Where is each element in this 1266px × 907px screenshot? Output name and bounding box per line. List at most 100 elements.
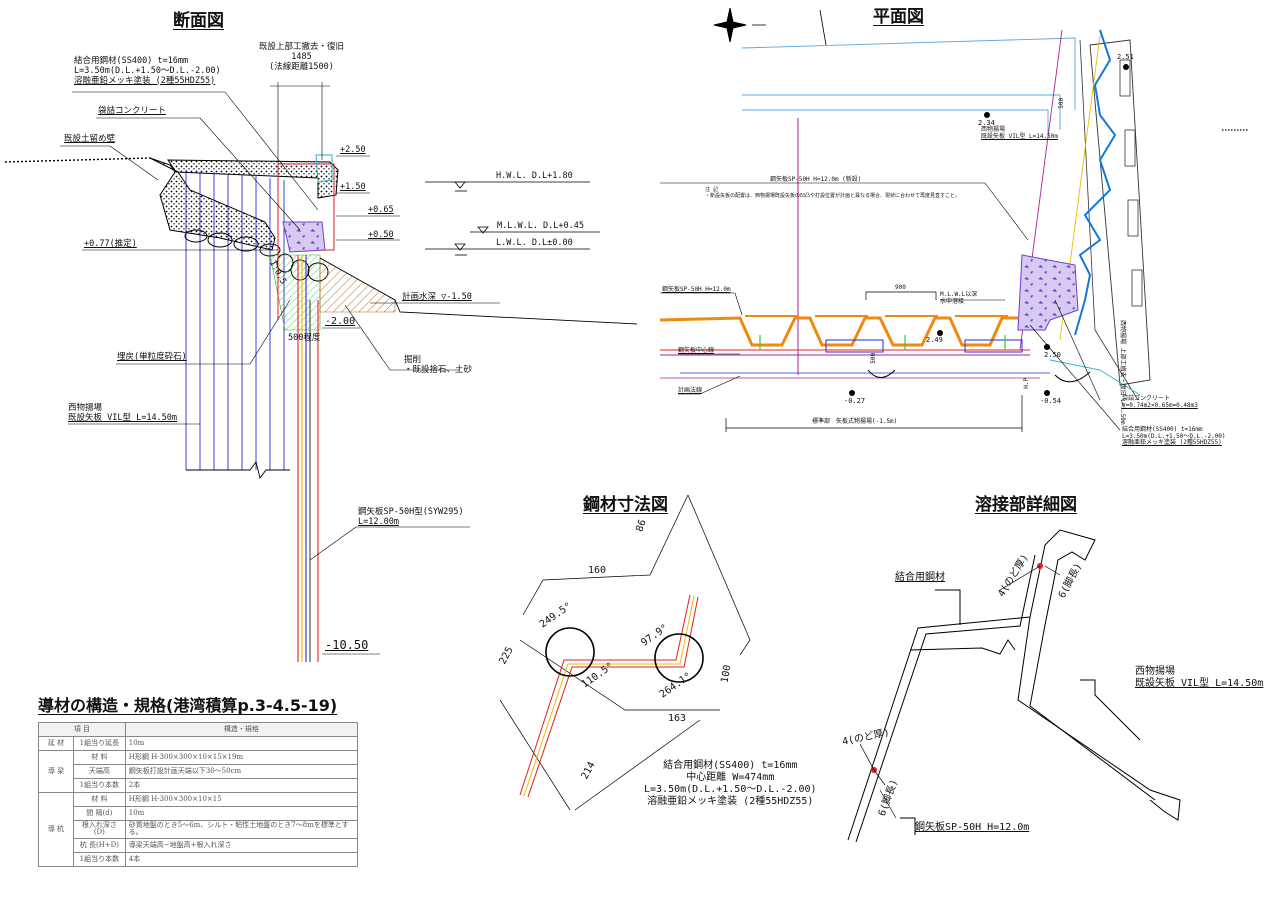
dim-160: 160: [588, 565, 607, 576]
level-plus-250: +2.50: [340, 145, 366, 155]
table-cell: 1組当り本数: [73, 851, 126, 867]
plan-note-text: ・新設矢板の配置は、西物揚場既設矢板の凹凸や打設位置が計画と異なる場合、現状に合…: [705, 192, 961, 199]
weld-sheet-label: 鋼矢板SP-50H H=12.0m: [915, 822, 1030, 833]
spot-2-49: 2.49: [926, 336, 943, 344]
retaining-wall-label: 既設土留め壁: [64, 134, 116, 144]
table-row: 1組当り本数 2本: [39, 778, 359, 793]
spot-minus-0-54: -0.54: [1040, 397, 1062, 405]
new-sheet-line-1: 鋼矢板SP-50H型(SYW295): [358, 507, 464, 517]
table-cell: 4本: [124, 851, 359, 867]
table-cell: 1組当り本数: [73, 778, 126, 793]
existing-sheet-line-1: 西物揚場: [68, 403, 103, 413]
plan-west-line-2: 既設矢板 VIL型 L=14.50m: [981, 132, 1058, 140]
level-plus-150: +1.50: [340, 182, 366, 192]
plan-bag-note: 袋詰コンクリート V=0.74m2×0.65m=0.48m3: [1122, 395, 1198, 409]
weld-title: 溶接部詳細図: [975, 495, 1077, 515]
excavation-line-2: ・既設捨石、土砂: [404, 364, 473, 375]
steel-title: 鋼材寸法図: [583, 495, 668, 515]
table-cell: 材 料: [73, 750, 126, 765]
table-cell: H形鋼 H-300×300×10×15×19m: [124, 750, 359, 765]
plan-west-line-1: 西物揚場: [981, 126, 1006, 133]
top-removal-line-2: 1485: [291, 51, 312, 62]
table-cell: 間 隔(d): [73, 806, 126, 821]
plan-sheet-left-label: 鋼矢板SP-50H H=12.0m: [662, 286, 731, 293]
table-row: 杭 長(H+D) 導梁天端高−地盤高+根入れ深さ: [39, 837, 359, 853]
connector-line-1: 結合用鋼材(SS400) t=16mm: [74, 56, 189, 66]
plan-sheet-center-label: 鋼矢板中心線: [678, 347, 715, 354]
table-row: 根入れ深さ(D) 砂質地盤のとき5〜6m、シルト・粘性土地盤のとき7〜8mを標準…: [39, 820, 359, 839]
plan-connector-line-2: L=3.50m(D.L.+1.50〜D.L.-2.00): [1122, 432, 1226, 440]
plan-dim-900: 900: [895, 284, 906, 291]
table-row: 間 隔(d) 10m: [39, 806, 359, 821]
new-sheet-note: 鋼矢板SP-50H型(SYW295) L=12.00m: [358, 507, 464, 528]
plan-dim-500-bottom: 500: [870, 352, 878, 364]
existing-sheet-line-2: 既設矢板 VIL型 L=14.50m: [68, 412, 178, 423]
plan-new-sheet-label: 鋼矢板SP-50H H=12.0m (新設): [770, 176, 862, 183]
table-row: 導 杭 材 料 H形鋼 H-300×300×10×15: [38, 792, 359, 867]
plan-hp-label: H.P: [1023, 377, 1031, 389]
steel-spec-line-1: 結合用鋼材(SS400) t=16mm: [663, 760, 798, 771]
table-row: 延 材 1組当り延長 10m: [38, 736, 359, 751]
level-minus-1050: -10.50: [325, 638, 369, 652]
table-cell: 1組当り延長: [73, 736, 126, 751]
plan-note-heading: 注 記: [705, 187, 719, 193]
spot-2-34: 2.34: [978, 119, 995, 127]
guide-spec-table: 項 目 構造・規格 延 材 1組当り延長 10m 導 梁 材 料 H形鋼 H-3…: [38, 722, 359, 867]
approx-500-label: 500程度: [288, 333, 321, 343]
plan-west-note: 西物揚場 既設矢板 VIL型 L=14.50m: [981, 126, 1058, 140]
table-cell: 材 料: [73, 792, 126, 807]
table-cell: 砂質地盤のとき5〜6m、シルト・粘性土地盤のとき7〜8mを標準とする。: [124, 820, 359, 839]
mlwl-weld-line-2: 水中溶接: [940, 297, 965, 305]
table-cell: 10m: [124, 736, 359, 751]
top-removal-note: 既設上部工撤去・復旧 1485 (法線距離1500): [259, 42, 345, 72]
steel-spec-line-3: L=3.50m(D.L.+1.50〜D.L.-2.00): [644, 784, 817, 795]
plan-standard-label: 標準部 矢板式物揚場(-1.5m): [812, 418, 898, 425]
table-cell: 延 材: [38, 736, 74, 751]
level-plus-050: +0.50: [368, 230, 394, 240]
table-cell: 2本: [124, 778, 359, 793]
top-removal-line-3: (法線距離1500): [269, 61, 334, 72]
top-removal-line-1: 既設上部工撤去・復旧: [259, 42, 345, 52]
mlwl-weld-line-1: M.L.W.L以深: [940, 291, 978, 298]
section-title: 断面図: [173, 11, 224, 31]
table-cell: 導 梁: [38, 750, 74, 793]
guide-title: 導材の構造・規格(港湾積算p.3-4.5-19): [38, 696, 338, 715]
backfill-label: 埋戻(単粒度砕石): [117, 352, 187, 362]
level-plus-065: +0.65: [368, 205, 394, 215]
table-cell: H形鋼 H-300×300×10×15: [124, 792, 359, 807]
table-cell: 10m: [124, 806, 359, 821]
steel-spec-note: 結合用鋼材(SS400) t=16mm 中心距離 W=474mm L=3.50m…: [644, 760, 817, 808]
excavation-note: 掘削 ・既設捨石、土砂: [404, 355, 473, 376]
plan-note: 注 記 ・新設矢板の配置は、西物揚場既設矢板の凹凸や打設位置が計画と異なる場合、…: [705, 187, 961, 199]
hwl-label: H.W.L. D.L+1.80: [496, 171, 573, 181]
excavation-line-1: 掘削: [404, 355, 422, 365]
plan-view: [659, 7, 1248, 432]
new-sheet-line-2: L=12.00m: [358, 516, 399, 527]
table-header-cell: 構造・規格: [124, 722, 359, 737]
plan-dim-500-top: 500: [1058, 97, 1066, 109]
dim-163: 163: [668, 713, 687, 724]
table-cell: 導梁天端高−地盤高+根入れ深さ: [124, 837, 359, 853]
table-row: 1組当り本数 4本: [39, 851, 359, 867]
plan-mlwl-weld: M.L.W.L以深 水中溶接: [940, 291, 978, 305]
table-cell: 導 杭: [38, 792, 74, 867]
weld-west-line-1: 西物揚場: [1135, 666, 1175, 677]
section-connector-spec: 結合用鋼材(SS400) t=16mm L=3.50m(D.L.+1.50〜D.…: [74, 56, 221, 86]
existing-sheet-note: 西物揚場 既設矢板 VIL型 L=14.50m: [68, 403, 178, 424]
connector-line-3: 溶融亜鉛メッキ塗装 (2種55HDZ55): [74, 75, 216, 86]
bag-concrete-label: 袋詰コンクリート: [98, 106, 167, 116]
plan-line-label: 計画法線: [678, 387, 703, 394]
weld-west-line-2: 既設矢板 VIL型 L=14.50m: [1135, 678, 1264, 689]
table-cell: 天端高: [73, 764, 126, 779]
table-header-cell: 項 目: [38, 722, 126, 737]
spot-minus-0-27: -0.27: [844, 397, 866, 405]
spot-2-50: 2.50: [1044, 351, 1061, 359]
table-header-row: 項 目 構造・規格: [38, 722, 359, 737]
plan-connector-line-3: 溶融亜鉛メッキ塗装 (2種55HDZ55): [1122, 439, 1222, 447]
steel-dimension-view: [499, 494, 751, 811]
plan-bag-line-1: 袋詰コンクリート: [1122, 395, 1171, 402]
table-row: 導 梁 材 料 H形鋼 H-300×300×10×15×19m: [38, 750, 359, 793]
table-cell: 根入れ深さ(D): [73, 820, 126, 839]
steel-spec-line-4: 溶融亜鉛メッキ塗装 (2種55HDZ55): [647, 796, 814, 807]
